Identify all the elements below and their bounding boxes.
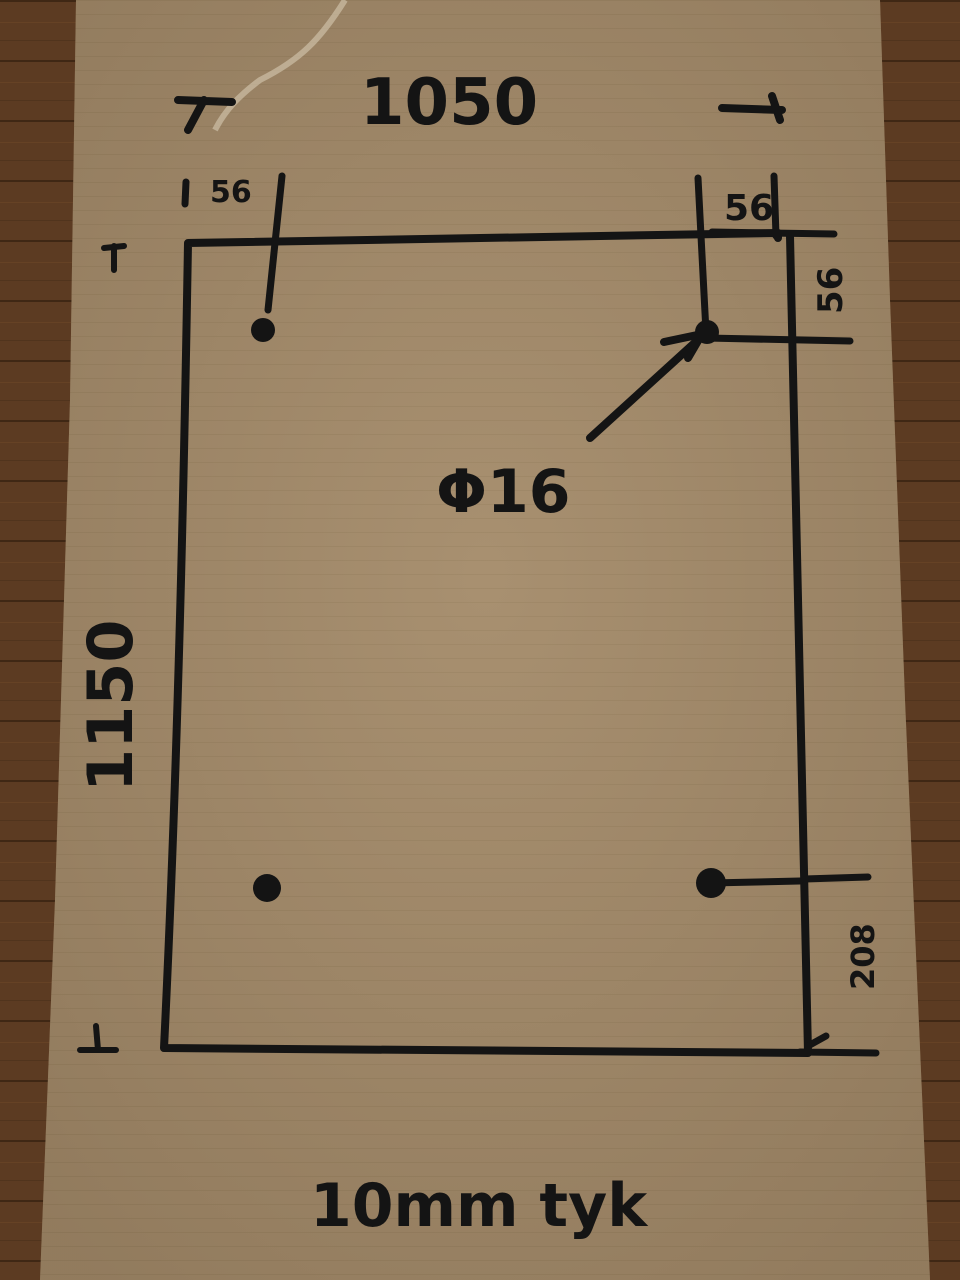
- offset-top-left-label: 56: [210, 175, 252, 210]
- hole-diameter-label: Φ16: [436, 457, 571, 527]
- hole-bottom-left: [253, 874, 281, 902]
- top-right-offset-dimension: [694, 172, 854, 345]
- overall-width-label: 1050: [360, 66, 538, 140]
- hole-top-right: [695, 320, 719, 344]
- overall-height-label: 1150: [74, 619, 147, 792]
- hole-top-left: [251, 318, 275, 342]
- height-dimension-ticks: [77, 243, 127, 1053]
- mounting-holes: [251, 318, 726, 902]
- hole-bottom-right: [696, 868, 726, 898]
- thickness-note-label: 10mm tyk: [310, 1171, 649, 1241]
- top-left-offset-dimension: [181, 172, 286, 314]
- offset-top-right-label: 56: [724, 188, 774, 229]
- offset-right-top-label: 56: [811, 267, 851, 314]
- cardboard-tear: [212, 0, 348, 132]
- offset-right-bottom-label: 208: [844, 923, 882, 990]
- width-dimension-ticks: [174, 92, 786, 134]
